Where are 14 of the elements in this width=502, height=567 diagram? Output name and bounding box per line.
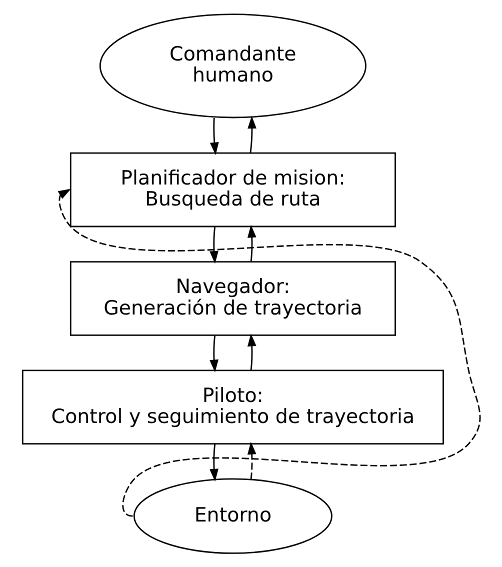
- node-ellipse: Entorno: [132, 478, 332, 554]
- node-ellipse: Comandante humano: [98, 14, 366, 118]
- arrow: [209, 226, 218, 264]
- arrow: [246, 442, 256, 480]
- arrow: [246, 224, 256, 262]
- node-box: Navegador: Generación de trayectoria: [69, 261, 396, 336]
- arrow: [247, 116, 256, 154]
- arrow: [57, 188, 480, 517]
- arrow: [209, 118, 218, 156]
- arrow: [246, 334, 256, 370]
- arrow: [209, 444, 218, 482]
- node-box: Planificador de mision: Busqueda de ruta: [69, 152, 396, 228]
- arrow: [209, 336, 218, 372]
- node-box: Piloto: Control y seguimiento de trayectoria: [21, 370, 444, 445]
